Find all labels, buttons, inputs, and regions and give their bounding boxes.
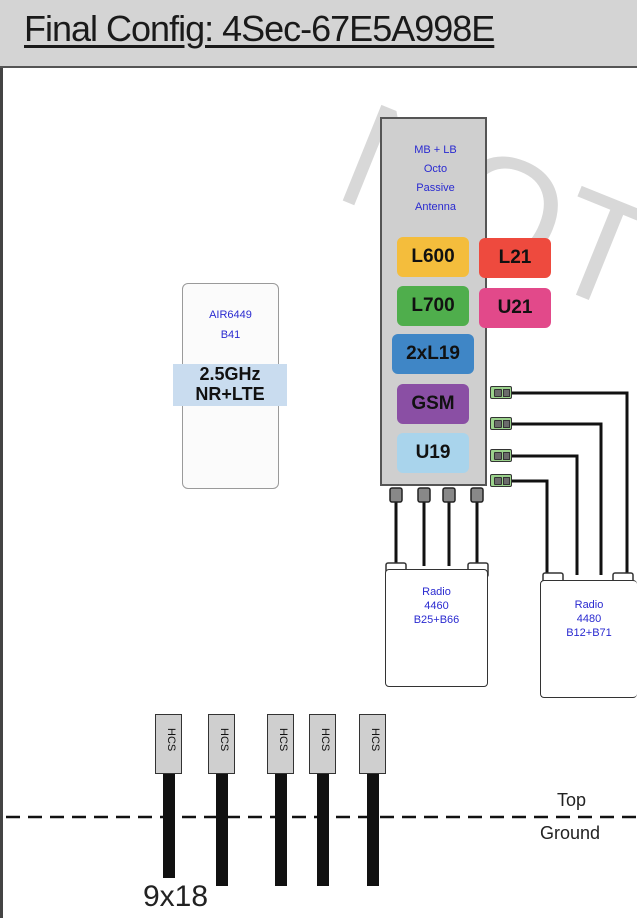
cable-size-label: 9x18 [143,880,209,913]
radio-4480-line1: Radio [574,599,604,611]
air6449-tech: NR+LTE [195,384,265,404]
radio-4480-line3: B12+B71 [566,627,612,639]
side-jumper-1 [511,391,629,575]
radio-4460-line2: 4460 [424,600,449,612]
band-l700: L700 [397,286,469,326]
hcs-cable-2 [216,774,228,886]
octo-title-line: MB + LB [414,144,457,156]
band-l600: L600 [397,237,469,277]
band-u21: U21 [479,288,551,328]
port-1 [389,487,403,503]
page-title: Final Config: 4Sec-67E5A998E [24,8,495,49]
hcs-cable-3 [275,774,287,886]
radio-4460-line1: Radio [422,586,451,598]
ground-label: Ground [540,823,601,843]
air6449-model: AIR6449 [209,309,252,321]
side-jumper-2 [511,422,603,575]
side-jumper-4 [511,479,549,578]
side-jumper-3 [511,454,579,575]
radio-4460: Radio 4460 B25+B66 [385,569,488,687]
radio-4460-line3: B25+B66 [413,614,460,626]
band-l21: L21 [479,238,551,278]
air6449-freq: 2.5GHz [199,364,261,384]
connector-icon [490,386,512,399]
band-2xl19: 2xL19 [392,334,474,374]
connector-icon [490,474,512,487]
connector-icon [490,449,512,462]
band-u19: U19 [397,433,469,473]
hcs-box-1: HCS [155,714,182,774]
top-label: Top [557,790,587,810]
connector-icon [490,417,512,430]
hcs-box-4: HCS [309,714,336,774]
octo-title: MB + LB Octo Passive Antenna [382,141,489,217]
radio-4480-line2: 4480 [576,613,602,625]
air6449-band-code: B41 [220,329,241,341]
octo-title-line: Octo [423,163,448,175]
port-4 [470,487,484,503]
hcs-cable-1 [163,774,175,878]
hcs-box-5: HCS [359,714,386,774]
title-bar: Final Config: 4Sec-67E5A998E [0,0,637,68]
port-2 [417,487,431,503]
octo-title-line: Antenna [415,201,456,213]
radio-4480: Radio 4480 B12+B71 [540,580,637,698]
diagram-frame: NOT [0,68,637,918]
hcs-cable-5 [367,774,379,886]
port-3 [442,487,456,503]
air6449-band-label: 2.5GHz NR+LTE [173,364,287,406]
hcs-box-3: HCS [267,714,294,774]
octo-title-line: Passive [416,182,455,194]
band-gsm: GSM [397,384,469,424]
hcs-box-2: HCS [208,714,235,774]
hcs-cable-4 [317,774,329,886]
